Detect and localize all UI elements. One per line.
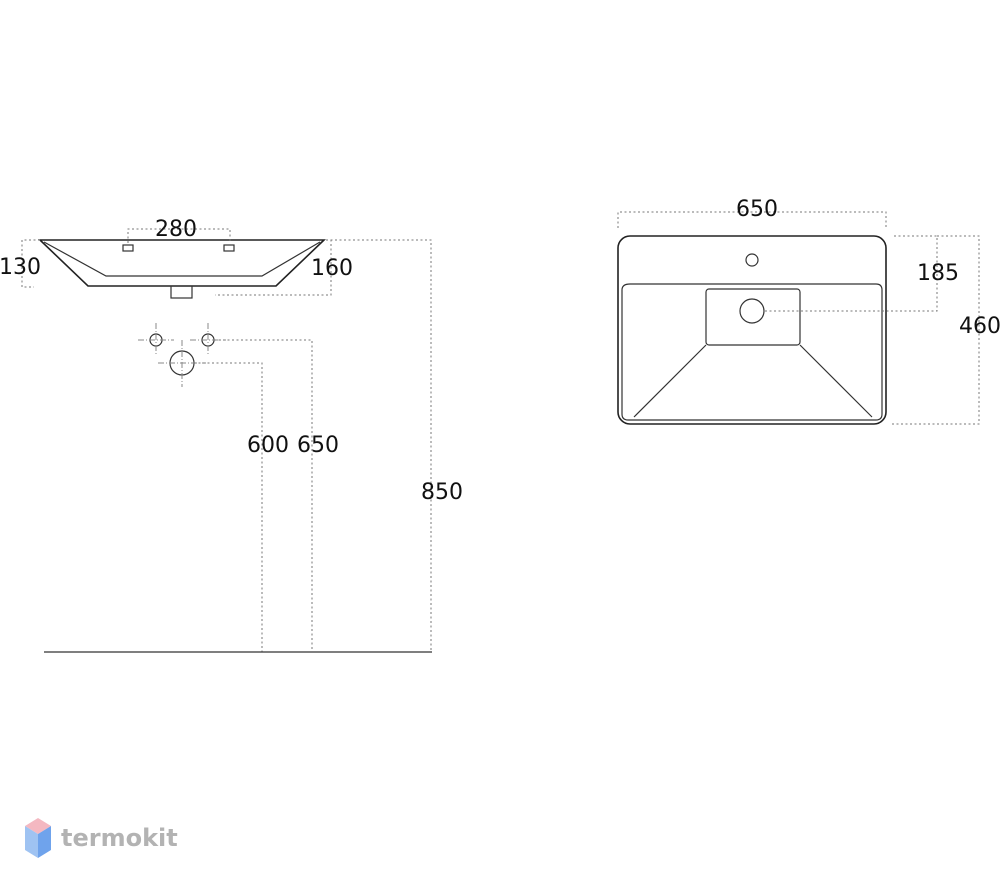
wall-holes (138, 323, 226, 387)
basin-inner-profile (43, 241, 321, 277)
dim-line-total-height (326, 239, 432, 652)
basin-outer-outline (617, 235, 887, 425)
dim-line-drain-offset (764, 235, 938, 312)
dim-total-height-label: 850 (421, 480, 463, 505)
dim-line-length (892, 235, 980, 425)
tap-hole-top (745, 253, 759, 267)
hole-centerlines (138, 323, 226, 387)
tap-hole-left-profile (122, 244, 134, 252)
dim-tap-spacing-label: 280 (155, 217, 197, 242)
termokit-logo: termokit (25, 818, 178, 858)
basin-profile (38, 239, 326, 287)
dim-line-depth (21, 239, 40, 288)
dim-drain-height-label: 600 (247, 433, 289, 458)
side-view: 280 130 160 600 650 850 (0, 217, 463, 653)
dim-line-tap-height (214, 339, 313, 652)
dim-tap-height-label: 650 (297, 433, 339, 458)
bowl-slope-lines (633, 344, 873, 418)
dim-line-width (617, 211, 887, 228)
drain-stub (170, 285, 193, 299)
dim-line-tap-spacing (127, 228, 231, 243)
cube-icon (25, 818, 51, 858)
dim-drain-offset-label: 185 (917, 261, 959, 286)
dim-line-height (215, 239, 332, 296)
drain-well (705, 288, 801, 346)
logo-text: termokit (61, 824, 178, 852)
tap-hole-right-profile (223, 244, 235, 252)
dim-line-drain-height (194, 362, 263, 652)
dim-length-label: 460 (959, 314, 1000, 339)
basin-bowl-outline (621, 283, 883, 421)
drain-hole-top (739, 298, 765, 324)
dim-width-label: 650 (736, 197, 778, 222)
top-view: 650 185 460 (617, 197, 1000, 425)
dim-height-label: 160 (311, 256, 353, 281)
dim-depth-label: 130 (0, 255, 41, 280)
